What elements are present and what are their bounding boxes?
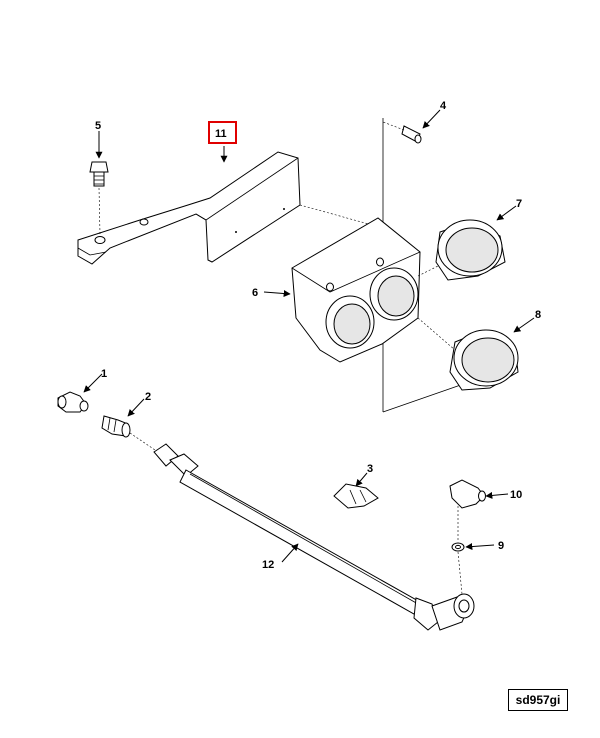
callout-1: 1 [101, 368, 107, 380]
cap-part-7 [435, 219, 506, 281]
callout-8: 8 [535, 309, 541, 321]
callout-5: 5 [95, 120, 101, 132]
bracket-part-11 [77, 151, 384, 265]
callout-9: 9 [498, 540, 504, 552]
callout-leaders [83, 109, 535, 563]
hose-assembly-part-12 [129, 432, 475, 631]
bolt-part-5 [89, 161, 109, 235]
elbow-fitting-part-10 [449, 479, 486, 540]
cap-part-8 [449, 329, 519, 391]
callout-11: 11 [215, 128, 227, 140]
drawing-id-text: sd957gi [515, 693, 561, 707]
callout-4: 4 [440, 100, 447, 112]
callout-12: 12 [262, 559, 274, 571]
callout-2: 2 [145, 391, 151, 403]
washer-part-9 [451, 542, 465, 595]
callout-6: 6 [252, 287, 258, 299]
drawing-id-tag: sd957gi [508, 689, 568, 711]
callout-7: 7 [516, 198, 522, 210]
callout-11-highlight-box [208, 121, 237, 144]
adapter-fitting-part-2 [101, 415, 131, 438]
housing-part-6 [291, 217, 456, 363]
elbow-fitting-part-1 [57, 391, 89, 413]
callout-10: 10 [510, 489, 522, 501]
bolt-part-4 [382, 121, 422, 144]
callout-3: 3 [367, 463, 373, 475]
clip-part-3 [333, 483, 379, 509]
